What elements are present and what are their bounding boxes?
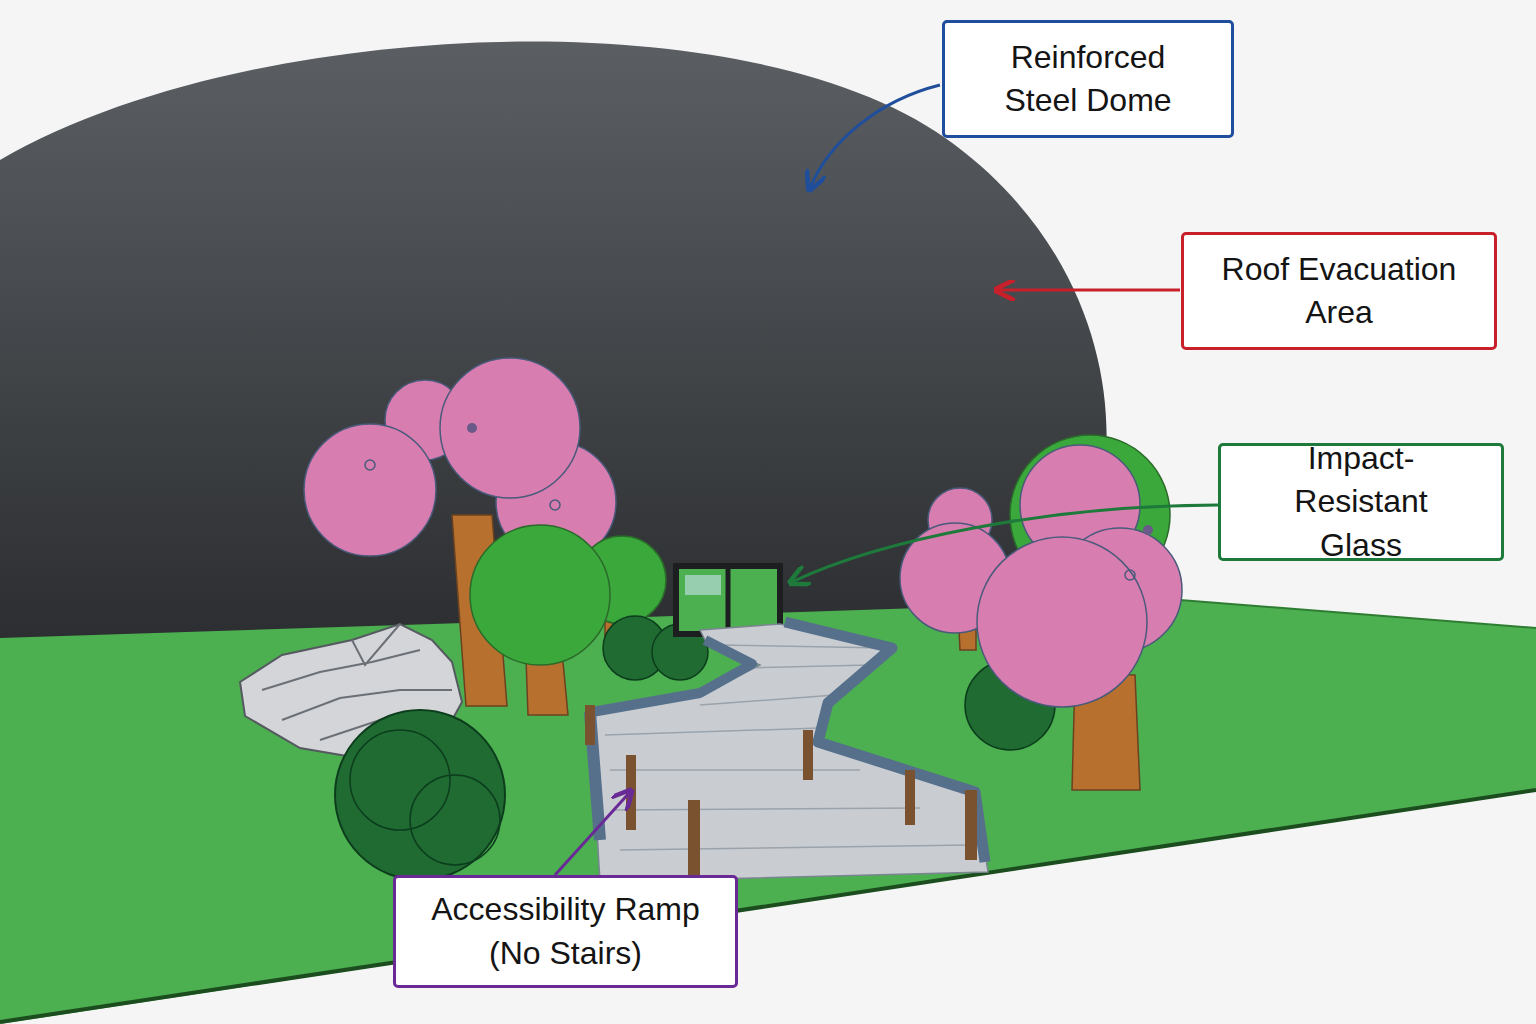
ramp-rail xyxy=(785,622,985,862)
canopy-mark xyxy=(1125,570,1135,580)
ramp-tile xyxy=(605,728,820,735)
canopy-mark xyxy=(550,500,560,510)
canopy-mark xyxy=(467,423,477,433)
glass-mullion xyxy=(726,566,731,634)
rail-post xyxy=(803,730,813,780)
rail-post xyxy=(688,800,700,875)
ramp-surface xyxy=(590,624,988,882)
ramp-tile xyxy=(620,845,970,850)
rail-post xyxy=(905,770,915,825)
glass-frame xyxy=(676,566,780,634)
rock-facet xyxy=(262,650,420,690)
rock-facet xyxy=(352,624,400,665)
callout-box: Accessibility Ramp (No Stairs) xyxy=(393,875,738,988)
ramp-tile xyxy=(615,808,920,810)
glass-entrance xyxy=(676,566,780,634)
callout-box: Roof Evacuation Area xyxy=(1181,232,1497,350)
right-trees xyxy=(900,435,1182,790)
rail-post xyxy=(965,790,977,860)
glass-pane xyxy=(685,575,721,595)
bush-facet xyxy=(410,775,500,865)
callout-text: Roof Evacuation Area xyxy=(1214,248,1464,334)
ramp-tile xyxy=(740,665,870,668)
canopy-mark xyxy=(1143,525,1153,535)
ramp-tile xyxy=(610,769,860,771)
pink-canopy xyxy=(977,537,1147,707)
bush xyxy=(335,710,505,880)
callout-box: Impact-Resistant Glass xyxy=(1218,443,1504,561)
callout-text: Reinforced Steel Dome xyxy=(975,36,1201,122)
ramp-rail xyxy=(592,640,752,712)
canopy-mark xyxy=(365,460,375,470)
leader-arrow xyxy=(810,85,940,188)
rail-post xyxy=(585,705,595,745)
ground xyxy=(0,600,1536,1024)
pink-canopy xyxy=(440,358,580,498)
callout-text: Accessibility Ramp (No Stairs) xyxy=(426,888,705,974)
pink-canopy xyxy=(304,424,436,556)
callout-box: Reinforced Steel Dome xyxy=(942,20,1234,138)
callout-text: Impact-Resistant Glass xyxy=(1251,437,1471,567)
left-trees xyxy=(304,358,666,715)
ramp xyxy=(585,622,988,882)
leader-arrow xyxy=(998,289,1180,292)
rail-post xyxy=(626,755,636,830)
green-canopy xyxy=(470,525,610,665)
leader-arrow xyxy=(555,792,630,875)
leader-arrow xyxy=(792,505,1218,582)
ground-edge xyxy=(1180,600,1536,628)
ramp-tile xyxy=(700,695,835,705)
